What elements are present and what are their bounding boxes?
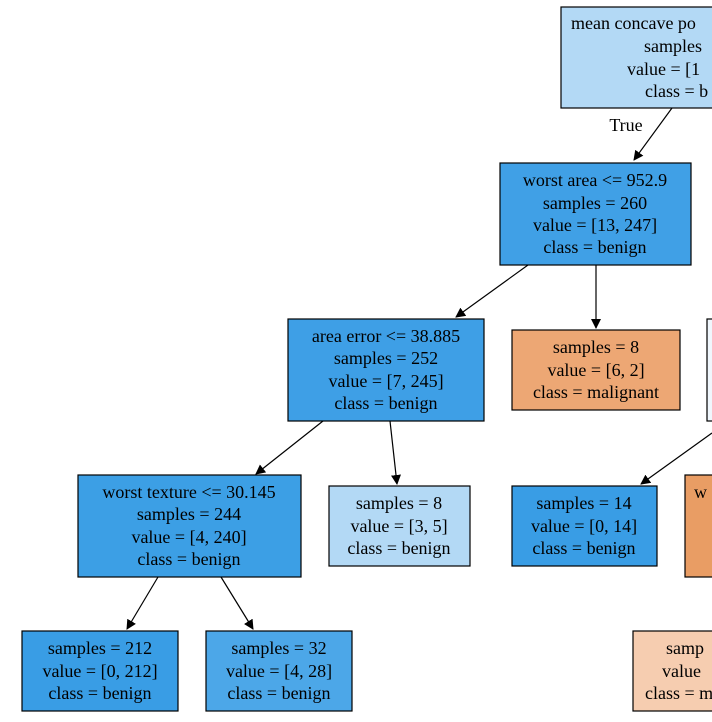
node-box — [632, 630, 712, 712]
edge-label-true: True — [609, 115, 642, 135]
node-line-1: samples = 212 — [48, 638, 152, 658]
node-box — [706, 318, 712, 422]
node-line-1: w — [694, 482, 707, 502]
tree-node-benign-leaf-14: samples = 14 value = [0, 14] class = ben… — [511, 485, 658, 567]
edge-n2-n4 — [255, 420, 324, 475]
node-line-2: value — [662, 661, 701, 681]
node-line-2: value = [0, 14] — [531, 516, 637, 536]
node-line-3: value = [13, 247] — [533, 215, 657, 235]
edge-n4-n7 — [220, 576, 254, 630]
node-box — [287, 318, 485, 422]
node-line-2: value = [4, 28] — [226, 661, 332, 681]
node-line-1: worst area <= 952.9 — [523, 170, 667, 190]
node-box — [77, 474, 302, 578]
tree-node-benign-leaf-8: samples = 8 value = [3, 5] class = benig… — [328, 485, 471, 567]
node-line-4: class = benign — [334, 393, 437, 413]
node-line-2: samples — [644, 36, 702, 56]
tree-node-worst-area: worst area <= 952.9 samples = 260 value … — [499, 162, 692, 266]
node-line-3: class = malignant — [533, 382, 659, 402]
node-line-2: value = [6, 2] — [547, 360, 644, 380]
node-line-3: class = benign — [532, 538, 635, 558]
edge-n2-n5 — [389, 420, 401, 485]
node-box — [511, 485, 658, 567]
tree-node-malignant-leaf: samples = 8 value = [6, 2] class = malig… — [511, 329, 681, 411]
node-line-3: class = benign — [48, 683, 151, 703]
node-line-1: samples = 14 — [536, 493, 631, 513]
tree-node-area-error: area error <= 38.885 samples = 252 value… — [287, 318, 485, 422]
tree-edges — [126, 107, 712, 630]
tree-nodes: mean concave po samples value = [1 class… — [21, 6, 712, 712]
node-line-3: value = [7, 245] — [328, 371, 443, 391]
node-box — [560, 6, 712, 109]
node-line-3: class = benign — [227, 683, 330, 703]
tree-node-partial-malignant: w — [684, 474, 712, 578]
node-line-4: class = benign — [543, 237, 646, 257]
node-line-1: samples = 8 — [356, 493, 442, 513]
edge-n1-n2 — [455, 264, 529, 318]
node-line-3: class = m — [645, 683, 712, 703]
node-box — [499, 162, 692, 266]
node-line-1: mean concave po — [571, 13, 696, 33]
tree-node-benign-leaf-32: samples = 32 value = [4, 28] class = ben… — [205, 630, 353, 712]
tree-node-partial-light-malignant: samp value class = m — [632, 630, 712, 712]
node-box — [684, 474, 712, 578]
node-line-2: value = [3, 5] — [350, 516, 447, 536]
node-box — [21, 630, 179, 712]
node-line-1: samples = 32 — [231, 638, 326, 658]
tree-node-benign-leaf-212: samples = 212 value = [0, 212] class = b… — [21, 630, 179, 712]
node-line-2: samples = 244 — [137, 504, 241, 524]
node-line-1: area error <= 38.885 — [312, 326, 460, 346]
node-line-4: class = b — [645, 81, 708, 101]
edge-n4-n6 — [126, 576, 159, 630]
edge-root-n1 — [633, 107, 673, 161]
node-line-1: samples = 8 — [553, 337, 639, 357]
tree-node-worst-texture: worst texture <= 30.145 samples = 244 va… — [77, 474, 302, 578]
node-line-2: samples = 252 — [334, 348, 438, 368]
tree-node-root: mean concave po samples value = [1 class… — [560, 6, 712, 109]
node-line-4: class = benign — [137, 549, 240, 569]
node-line-2: value = [0, 212] — [42, 661, 157, 681]
edge-n9-n8 — [640, 432, 712, 485]
tree-node-partial-right — [706, 318, 712, 422]
node-line-3: class = benign — [347, 538, 450, 558]
node-box — [205, 630, 353, 712]
node-line-3: value = [1 — [627, 59, 700, 79]
node-box — [511, 329, 681, 411]
node-box — [328, 485, 471, 567]
node-line-1: worst texture <= 30.145 — [102, 482, 275, 502]
node-line-1: samp — [666, 638, 704, 658]
node-line-2: samples = 260 — [543, 193, 647, 213]
node-line-3: value = [4, 240] — [131, 527, 246, 547]
